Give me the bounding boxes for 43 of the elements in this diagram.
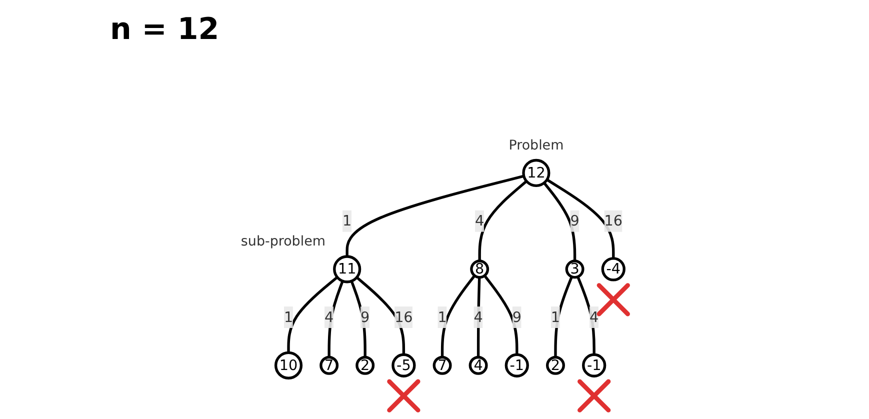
connector [328,280,344,358]
node-caption: sub-problem [241,234,326,250]
edge-label: 4 [590,308,599,326]
connector [350,280,367,358]
node-caption: Problem [508,138,564,154]
note-text: n = 12 [110,12,220,47]
connector [346,174,524,256]
connector [576,276,596,354]
connector [554,276,574,358]
connector [287,276,338,353]
circle-node: -1 [504,353,530,378]
connector [477,277,481,358]
circle-node: 12 [522,158,550,187]
connector [484,274,518,354]
circle-node: 11 [333,254,362,284]
circle-node: -4 [601,256,626,282]
edge-label: 16 [604,212,623,229]
edge-label: 4 [474,308,484,326]
circle-node: 7 [432,356,452,375]
edge-label: 1 [551,308,560,326]
edge-label: 9 [570,212,580,229]
edge-label: 1 [438,308,448,326]
circle-node: -1 [582,353,606,378]
connector [356,276,406,354]
connector [478,180,528,261]
circle-node: 3 [565,260,584,279]
edge-label: 9 [360,308,370,326]
circle-node: 2 [356,356,375,375]
edge-label: 1 [284,308,294,326]
edge-label: 1 [342,212,352,229]
circle-node: 4 [468,356,488,375]
edge-label: 16 [394,308,413,326]
edge-label: 9 [512,308,522,326]
circle-node: 7 [320,356,339,375]
edge-label: 4 [475,212,484,229]
circle-node: 2 [546,356,566,375]
circle-node: 8 [470,260,490,279]
connector [543,182,576,261]
circle-node: -5 [392,353,416,378]
edge-label: 4 [324,308,334,326]
connector [441,274,476,358]
circle-node: 10 [274,351,303,380]
connector [546,178,615,258]
